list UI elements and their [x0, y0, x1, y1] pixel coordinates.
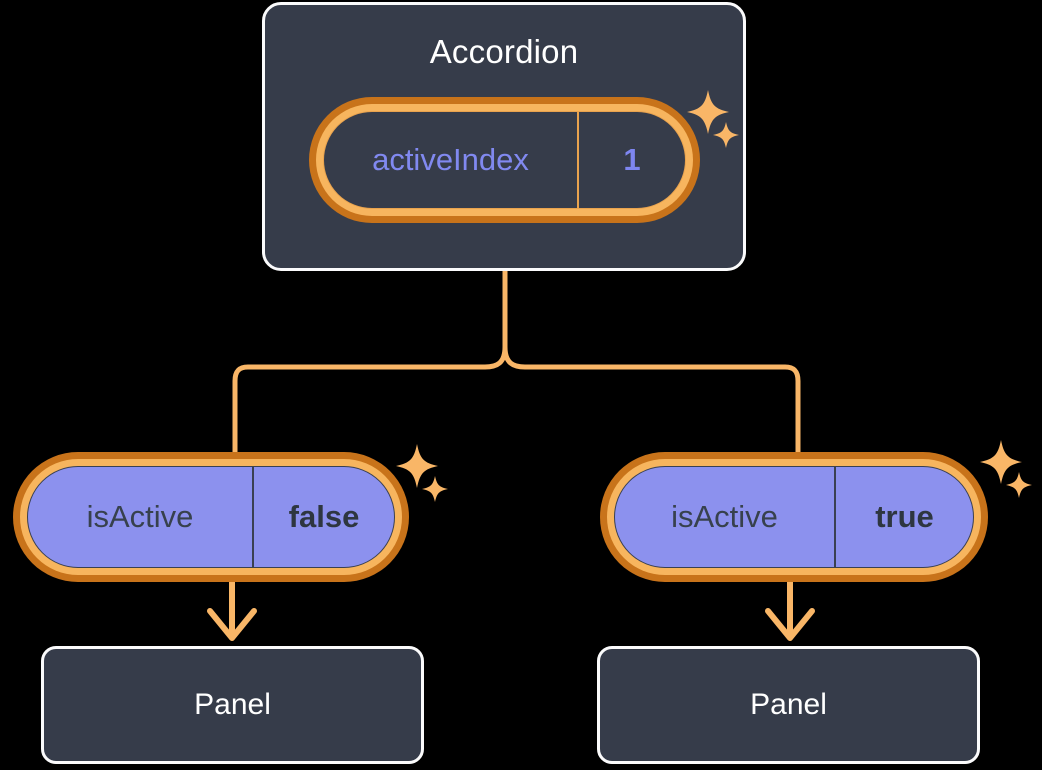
- state-key-label: activeIndex: [324, 112, 579, 208]
- state-pill-core: isActive true: [614, 466, 974, 568]
- state-pill-inner-ring: isActive true: [607, 459, 981, 575]
- connector-bracket-left: [232, 344, 508, 458]
- sparkle-small-icon: [422, 476, 448, 502]
- state-key-label: isActive: [28, 467, 254, 567]
- state-value-label: 1: [623, 142, 641, 177]
- state-value-label: false: [288, 499, 360, 534]
- accordion-node-title: Accordion: [429, 33, 579, 70]
- panel-node-label: Panel: [194, 688, 271, 721]
- arrow-right-pill-to-panel: [765, 577, 815, 641]
- state-pill-isactive-false[interactable]: isActive false: [13, 452, 409, 582]
- sparkle-large-icon: [396, 444, 438, 488]
- panel-node-label: Panel: [750, 688, 827, 721]
- state-pill-core: activeIndex 1: [323, 111, 686, 209]
- state-pill-core: isActive false: [27, 466, 395, 568]
- state-pill-inner-ring: activeIndex 1: [316, 104, 693, 216]
- state-pill-isactive-true[interactable]: isActive true: [600, 452, 988, 582]
- panel-node-left[interactable]: Panel: [41, 646, 424, 764]
- sparkle-pair-icon-right: [980, 440, 1032, 498]
- sparkle-large-icon: [980, 440, 1022, 484]
- sparkle-small-icon: [1006, 472, 1032, 498]
- state-key-label: isActive: [615, 467, 836, 567]
- panel-node-right[interactable]: Panel: [597, 646, 980, 764]
- arrow-left-pill-to-panel: [207, 577, 257, 641]
- state-pill-activeindex[interactable]: activeIndex 1: [309, 97, 700, 223]
- connector-bracket-right: [502, 344, 801, 458]
- state-value-label: true: [875, 499, 934, 534]
- state-pill-inner-ring: isActive false: [20, 459, 402, 575]
